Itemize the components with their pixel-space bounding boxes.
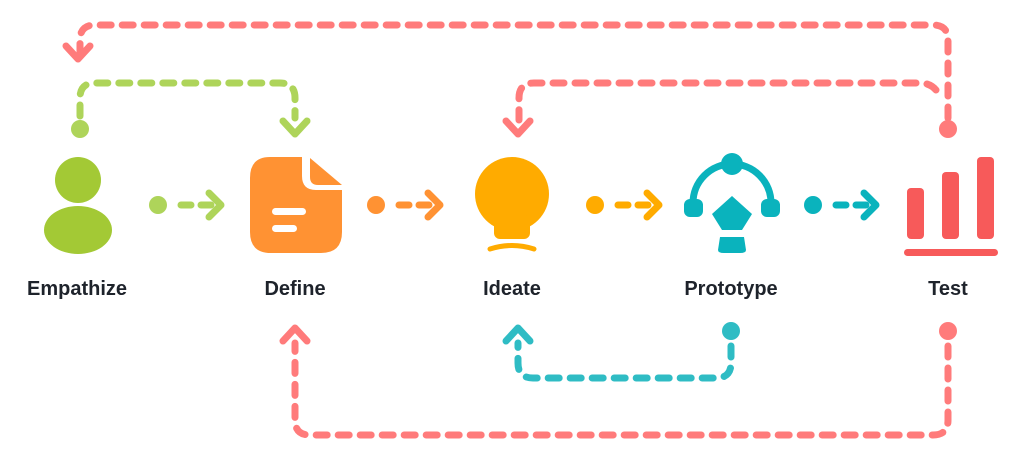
arrow-head-icon — [62, 42, 94, 63]
stage-label-prototype: Prototype — [684, 278, 778, 300]
person-icon — [44, 157, 112, 254]
test-bottom-dot — [939, 322, 957, 340]
bar-chart-icon — [904, 157, 998, 256]
arrow-empathize-define — [149, 189, 225, 221]
loop-test-to-define — [291, 339, 952, 439]
arrow-head-icon — [279, 324, 311, 345]
loop-empathize-to-define — [76, 79, 299, 122]
stage-label-test: Test — [928, 278, 968, 300]
stage-label-empathize: Empathize — [26, 278, 128, 300]
test-top-dot — [939, 120, 957, 138]
loop-test-to-empathize — [76, 21, 952, 122]
arrow-prototype-test — [804, 189, 880, 221]
loop-test-to-ideate — [515, 79, 940, 124]
arrow-define-ideate — [367, 189, 444, 221]
document-icon — [250, 157, 342, 253]
stage-label-ideate: Ideate — [483, 278, 541, 300]
vector-pen-icon — [684, 153, 780, 253]
arrow-head-icon — [502, 117, 534, 138]
lightbulb-icon — [475, 157, 549, 252]
arrow-head-icon — [502, 324, 534, 345]
empathize-top-dot — [71, 120, 89, 138]
arrow-head-icon — [279, 117, 311, 138]
stage-label-define: Define — [264, 278, 326, 300]
arrow-ideate-prototype — [586, 189, 663, 221]
loop-prototype-to-ideate — [514, 339, 735, 382]
prototype-bottom-dot — [722, 322, 740, 340]
